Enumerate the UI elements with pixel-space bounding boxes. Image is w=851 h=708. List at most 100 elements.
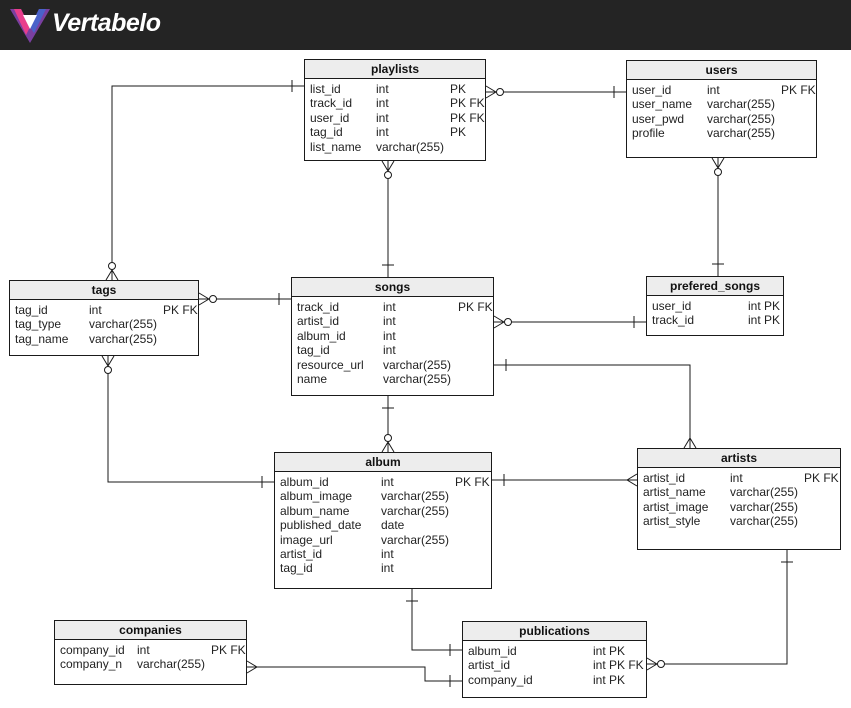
line-songs-artists [494, 364, 691, 448]
column-type: int [707, 83, 720, 97]
column-name: tag_name [15, 331, 69, 346]
column-type: int [730, 471, 743, 485]
column-type: int [376, 96, 389, 111]
column-type: varchar(255) [137, 657, 206, 672]
column-name: profile [632, 126, 665, 141]
crow-foot-marker [626, 473, 638, 487]
column-type: int PK FK [593, 658, 644, 673]
column-name: company_id [60, 643, 125, 657]
column-type: int PK [748, 299, 781, 313]
column-type: int [383, 343, 396, 358]
column-row: tag_name varchar(255) [10, 332, 198, 346]
column-type: varchar(255) [89, 331, 158, 346]
table-title: prefered_songs [647, 277, 783, 296]
column-type: varchar(255) [707, 126, 776, 141]
column-type: varchar(255) [383, 357, 452, 372]
column-name: list_name [310, 139, 362, 154]
optional-marker [504, 318, 512, 326]
column-type: int [376, 125, 389, 140]
column-key: PK [450, 82, 467, 96]
column-key: PK FK [211, 643, 246, 657]
line-tags-album [107, 356, 274, 483]
optional-marker [384, 434, 392, 442]
column-name: artist_name [643, 485, 706, 500]
column-name: list_id [310, 82, 341, 96]
column-name: image_url [280, 532, 333, 547]
column-name: name [297, 371, 328, 386]
column-row: company_n varchar(255) [55, 657, 246, 671]
column-name: tag_type [15, 317, 62, 332]
column-type: int [383, 328, 396, 343]
column-name: company_n [60, 657, 123, 672]
column-name: artist_id [297, 314, 340, 329]
column-name: artist_id [643, 471, 686, 485]
column-name: tag_id [15, 303, 48, 317]
column-key: PK FK [455, 475, 490, 489]
column-type: varchar(255) [383, 371, 452, 386]
table-title: companies [55, 621, 246, 640]
column-name: album_name [280, 503, 350, 518]
column-name: published_date [280, 518, 362, 533]
column-key: PK FK [781, 83, 816, 97]
column-type: int [381, 475, 394, 489]
table-title: users [627, 61, 816, 80]
column-row: user_id int PK [647, 299, 783, 313]
line-album-publications [411, 589, 462, 651]
column-type: int [381, 546, 394, 561]
column-type: varchar(255) [89, 317, 158, 332]
column-type: int PK [593, 672, 626, 687]
column-type: varchar(255) [376, 139, 445, 154]
crow-foot-marker [381, 441, 395, 453]
column-name: tag_id [297, 343, 330, 358]
brand-name: Vertabelo [52, 9, 161, 37]
column-type: varchar(255) [381, 489, 450, 504]
table-title: album [275, 453, 491, 472]
optional-marker [657, 660, 665, 668]
column-name: user_id [652, 299, 692, 313]
crow-foot-marker [485, 85, 497, 99]
column-name: user_pwd [632, 111, 685, 126]
column-name: tag_id [280, 561, 313, 576]
column-type: int PK [748, 313, 781, 328]
column-name: track_id [310, 96, 353, 111]
column-name: artist_style [643, 514, 701, 529]
app-header: Vertabelo [0, 0, 851, 50]
column-name: artist_image [643, 499, 709, 514]
vertabelo-logo-icon [10, 9, 50, 43]
column-type: varchar(255) [730, 485, 799, 500]
column-key: PK FK [163, 303, 198, 317]
crow-foot-marker [198, 292, 210, 306]
column-type: varchar(255) [730, 514, 799, 529]
column-row: profile varchar(255) [627, 126, 816, 140]
table-title: publications [463, 622, 646, 641]
crow-foot-marker [246, 660, 258, 674]
crow-foot-marker [381, 160, 395, 172]
column-type: varchar(255) [381, 503, 450, 518]
